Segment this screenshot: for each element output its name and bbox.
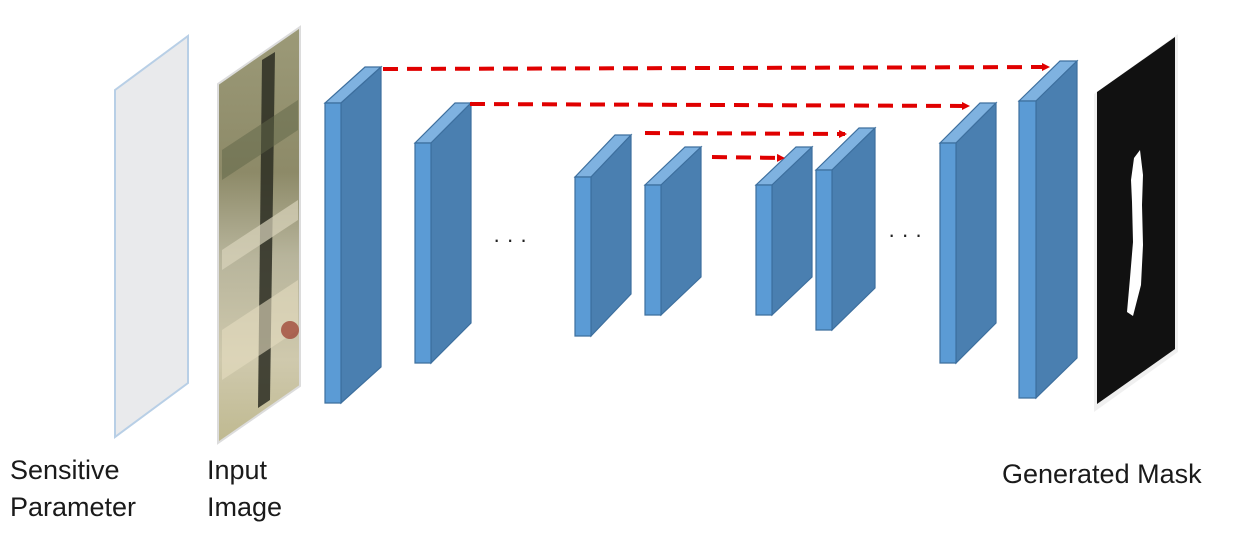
generated-mask-label: Generated Mask <box>1002 459 1202 489</box>
skip-arrow-3 <box>644 129 847 138</box>
decoder-block-4-front <box>1018 100 1037 399</box>
feature-blocks <box>323 59 1079 405</box>
sensitive-parameter-label-line2: Parameter <box>10 492 137 522</box>
encoder-block-4-front <box>644 184 662 316</box>
input-image-label: Input Image <box>207 452 282 526</box>
skip-arrow-1 <box>382 63 1050 72</box>
decoder-block-1-front <box>755 184 773 316</box>
decoder-block-4 <box>1017 59 1079 400</box>
ellipsis-decoder: · · · <box>888 222 922 247</box>
encoder-block-2-front <box>414 142 432 364</box>
decoder-block-3-side <box>955 101 997 365</box>
decoder-block-2-front <box>815 169 833 331</box>
encoder-block-4 <box>643 145 703 317</box>
sensitive-parameter-label-line1: Sensitive <box>10 455 120 485</box>
sensitive-parameter-label: Sensitive Parameter <box>10 452 136 526</box>
decoder-block-3 <box>938 101 998 365</box>
generated-mask <box>1094 34 1178 412</box>
encoder-block-3 <box>573 133 633 338</box>
encoder-block-2-side <box>430 101 472 365</box>
skip-arrow-2 <box>469 101 970 110</box>
encoder-block-3-front <box>574 176 592 337</box>
skip-connections <box>382 63 1050 162</box>
decoder-block-1 <box>754 145 814 317</box>
sensitive-parameter-plane <box>114 34 189 439</box>
decoder-block-3-front <box>939 142 957 364</box>
ellipsis-encoder: · · · <box>493 227 527 252</box>
encoder-block-1-front <box>324 102 342 404</box>
encoder-block-2 <box>413 101 473 365</box>
input-image-label-line2: Image <box>207 492 283 522</box>
skip-arrow-4 <box>711 153 785 162</box>
encoder-block-1-side <box>340 65 382 405</box>
input-image <box>217 25 301 445</box>
decoder-block-2 <box>814 126 877 332</box>
decoder-block-4-side <box>1035 59 1078 400</box>
mask-foreground <box>1127 150 1143 316</box>
encoder-block-1 <box>323 65 383 405</box>
input-image-label-line1: Input <box>207 455 268 485</box>
